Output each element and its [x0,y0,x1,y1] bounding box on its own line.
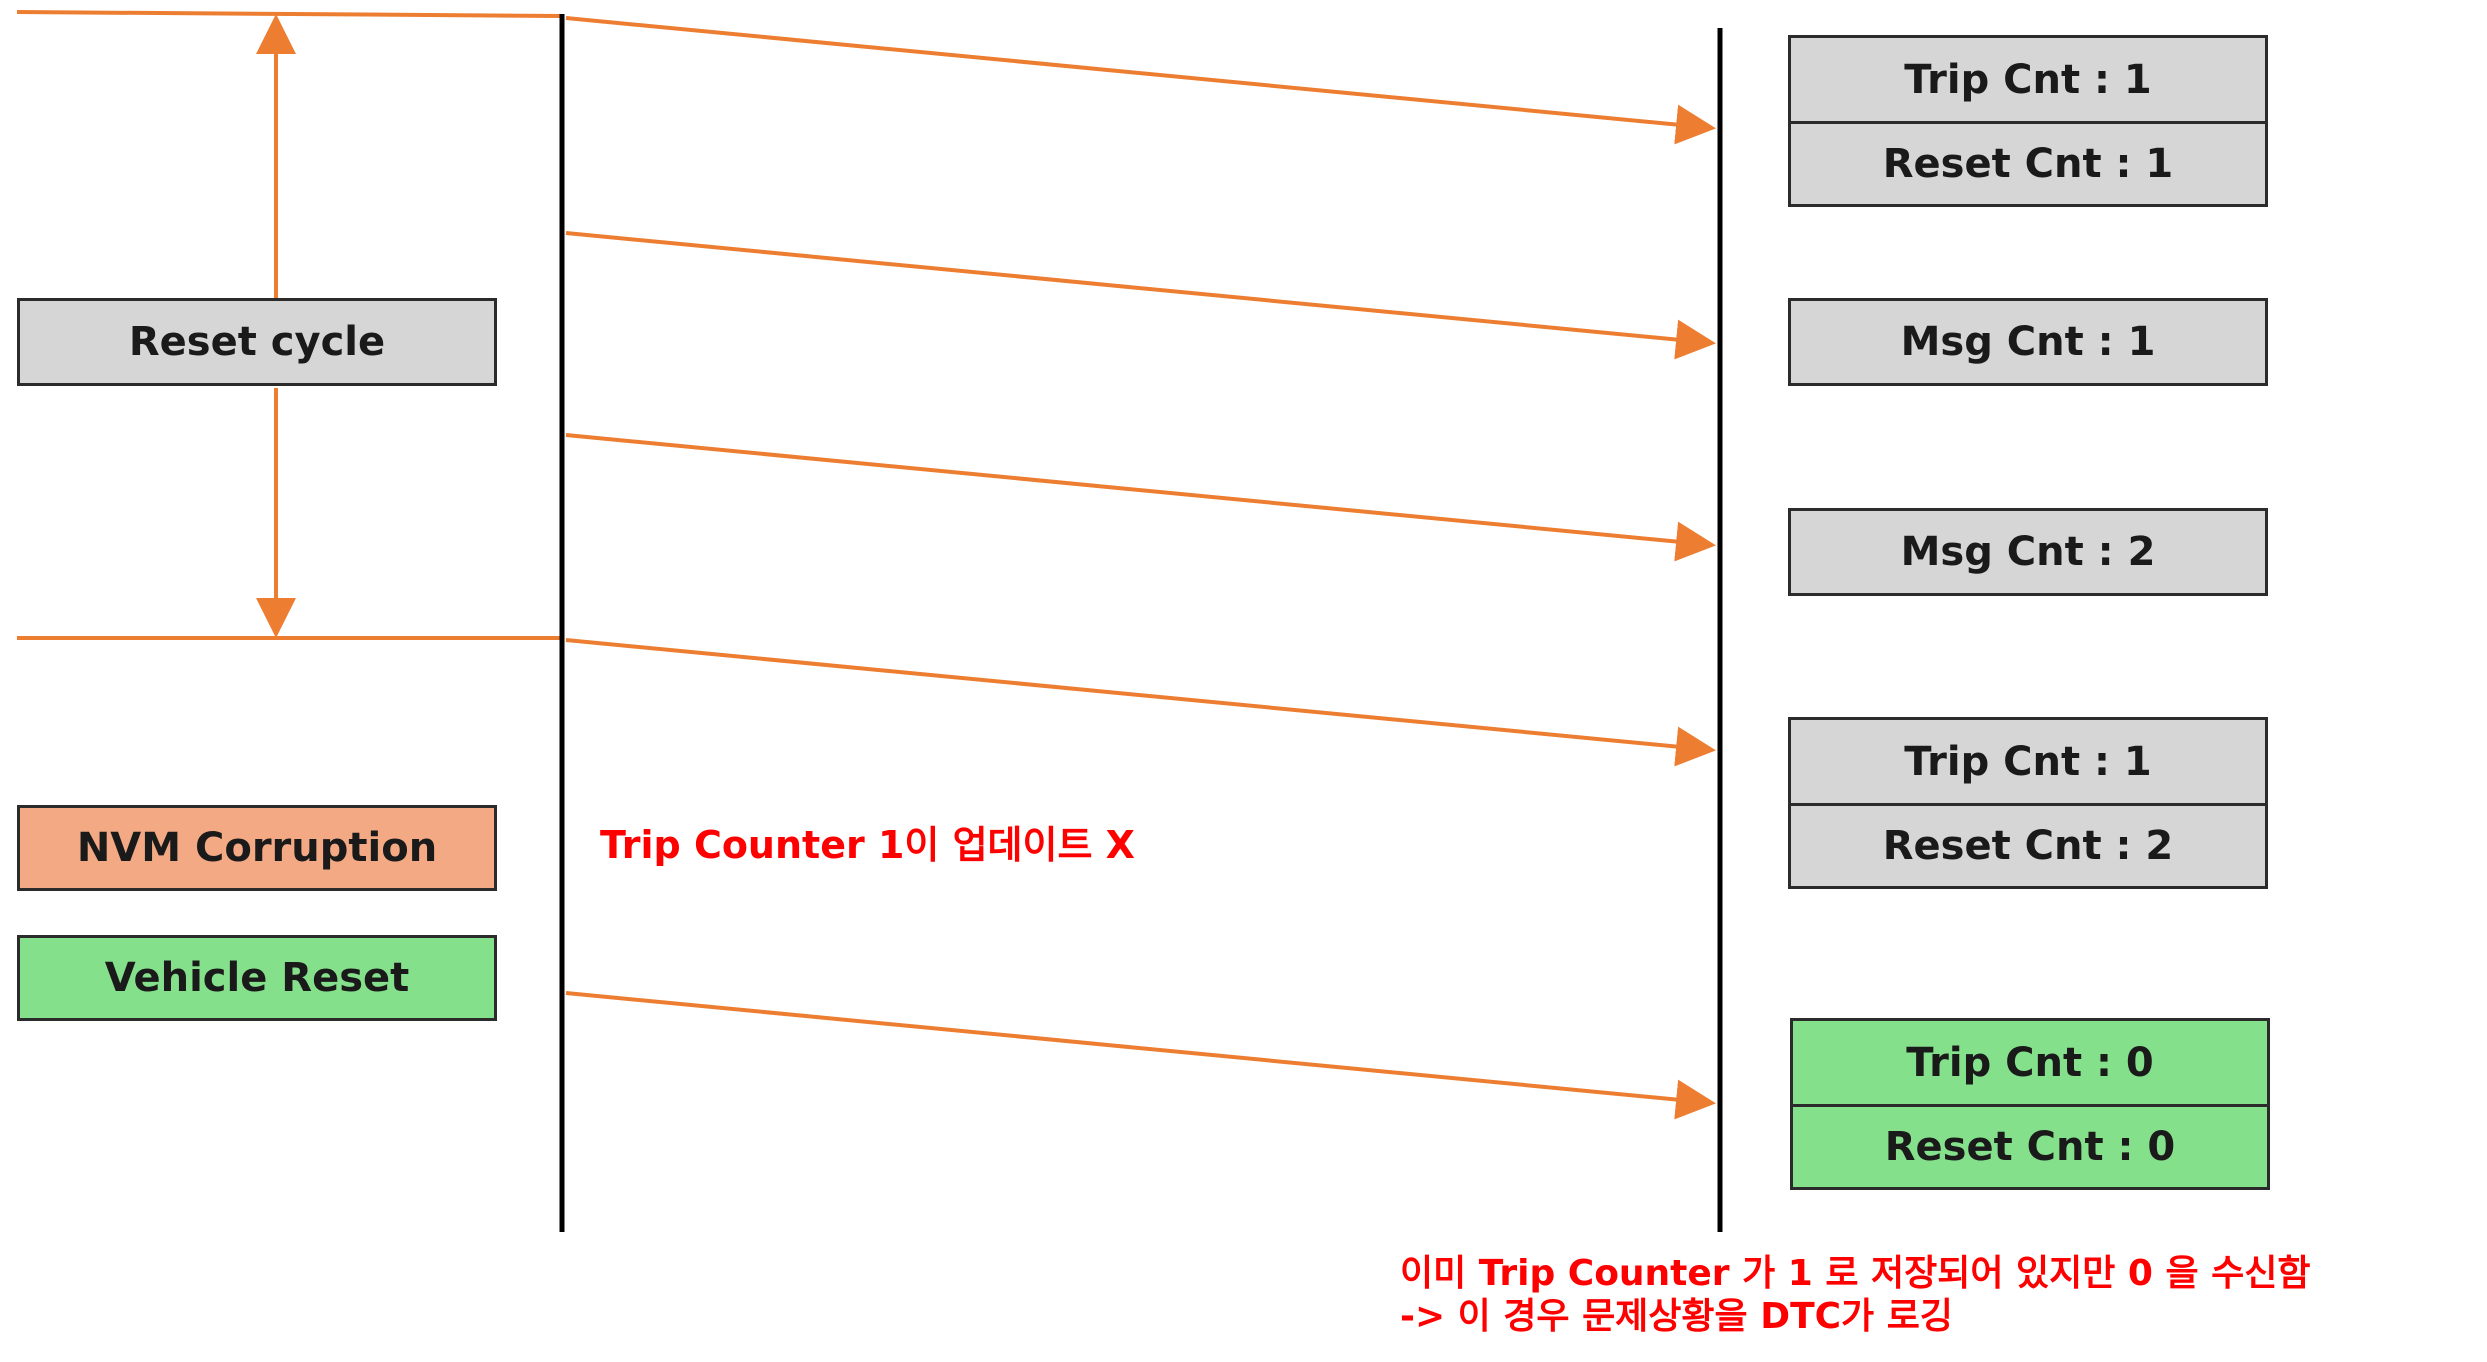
reset-cycle-label: Reset cycle [128,319,386,365]
message-arrow-3 [565,433,1716,562]
message-box-2-line-1: Msg Cnt : 1 [1900,319,2156,365]
message-box-4-line-1: Trip Cnt : 1 [1904,738,2152,785]
message-arrow-5 [565,991,1716,1120]
message-box-3-line-1: Msg Cnt : 2 [1900,529,2156,575]
message-arrow-1 [565,16,1716,145]
message-box-1-line-1: Trip Cnt : 1 [1904,56,2152,103]
message-box-1-line-2: Reset Cnt : 1 [1791,121,2265,204]
nvm-corruption-label: NVM Corruption [76,825,438,871]
message-box-3: Msg Cnt : 2 [1788,508,2268,596]
message-box-4: Trip Cnt : 1 Reset Cnt : 2 [1788,717,2268,889]
bottom-note-line-1: 이미 Trip Counter 가 1 로 저장되어 있지만 0 을 수신함 [1400,1253,2311,1294]
message-arrow-2 [565,231,1716,360]
message-box-1: Trip Cnt : 1 Reset Cnt : 1 [1788,35,2268,207]
vehicle-reset-box: Vehicle Reset [17,935,497,1021]
message-arrow-4 [565,638,1716,767]
vehicle-reset-label: Vehicle Reset [104,955,410,1001]
bottom-note-line-2: -> 이 경우 문제상황을 DTC가 로깅 [1400,1296,1953,1338]
message-box-2: Msg Cnt : 1 [1788,298,2268,386]
reset-cycle-top-line [16,10,563,18]
message-box-5-line-2: Reset Cnt : 0 [1793,1104,2267,1187]
message-box-5-line-1: Trip Cnt : 0 [1906,1039,2154,1086]
trip-counter-note: Trip Counter 1이 업데이트 X [600,823,1135,867]
message-box-5: Trip Cnt : 0 Reset Cnt : 0 [1790,1018,2270,1190]
nvm-corruption-box: NVM Corruption [17,805,497,891]
reset-cycle-box: Reset cycle [17,298,497,386]
bottom-note: 이미 Trip Counter 가 1 로 저장되어 있지만 0 을 수신함 -… [1400,1252,2310,1338]
message-box-4-line-2: Reset Cnt : 2 [1791,803,2265,886]
